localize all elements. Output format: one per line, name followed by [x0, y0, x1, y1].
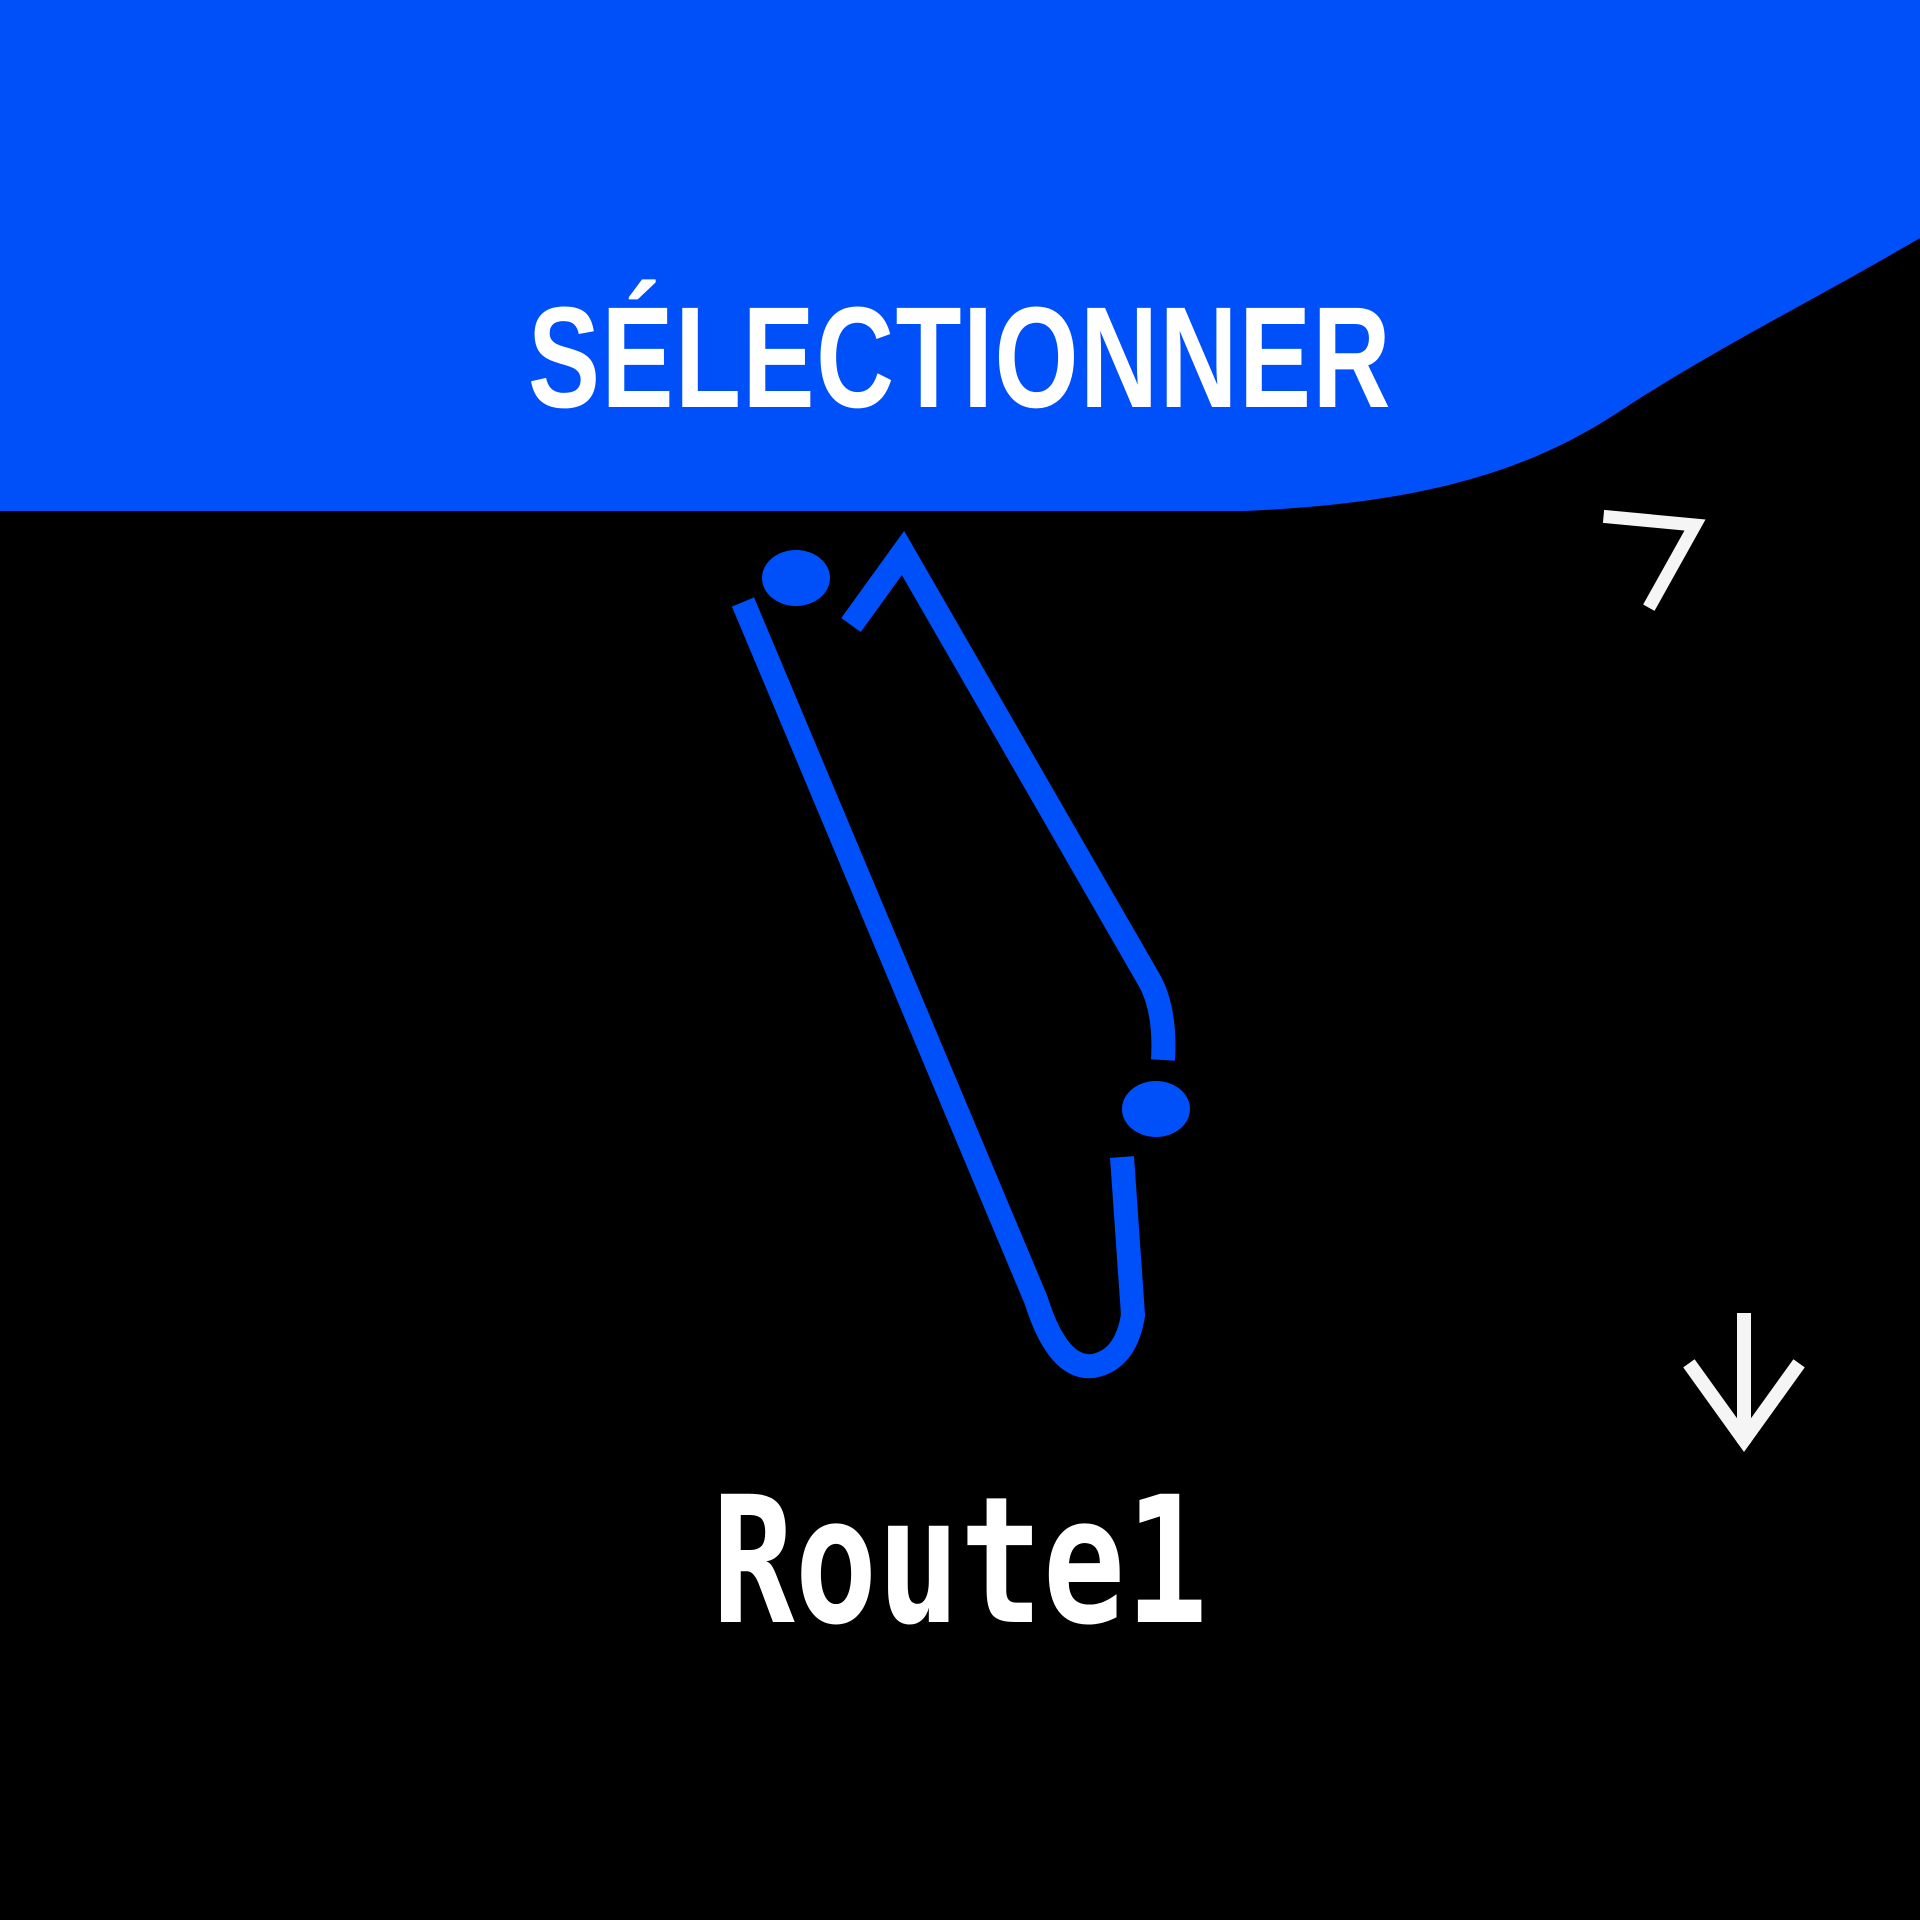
route-outbound-leg — [841, 530, 1176, 1061]
route-end-dot — [1122, 1081, 1190, 1137]
select-chevron-icon — [1602, 509, 1706, 611]
select-banner[interactable] — [0, 0, 1920, 511]
route-return-leg — [731, 597, 1146, 1379]
scroll-down-arrow-head — [1683, 1359, 1805, 1452]
scroll-down-icon[interactable] — [1683, 1313, 1805, 1452]
route-name-label: Route1 — [712, 1459, 1208, 1664]
route-start-dot — [762, 550, 830, 606]
select-banner-label[interactable]: SÉLECTIONNER — [527, 277, 1393, 438]
